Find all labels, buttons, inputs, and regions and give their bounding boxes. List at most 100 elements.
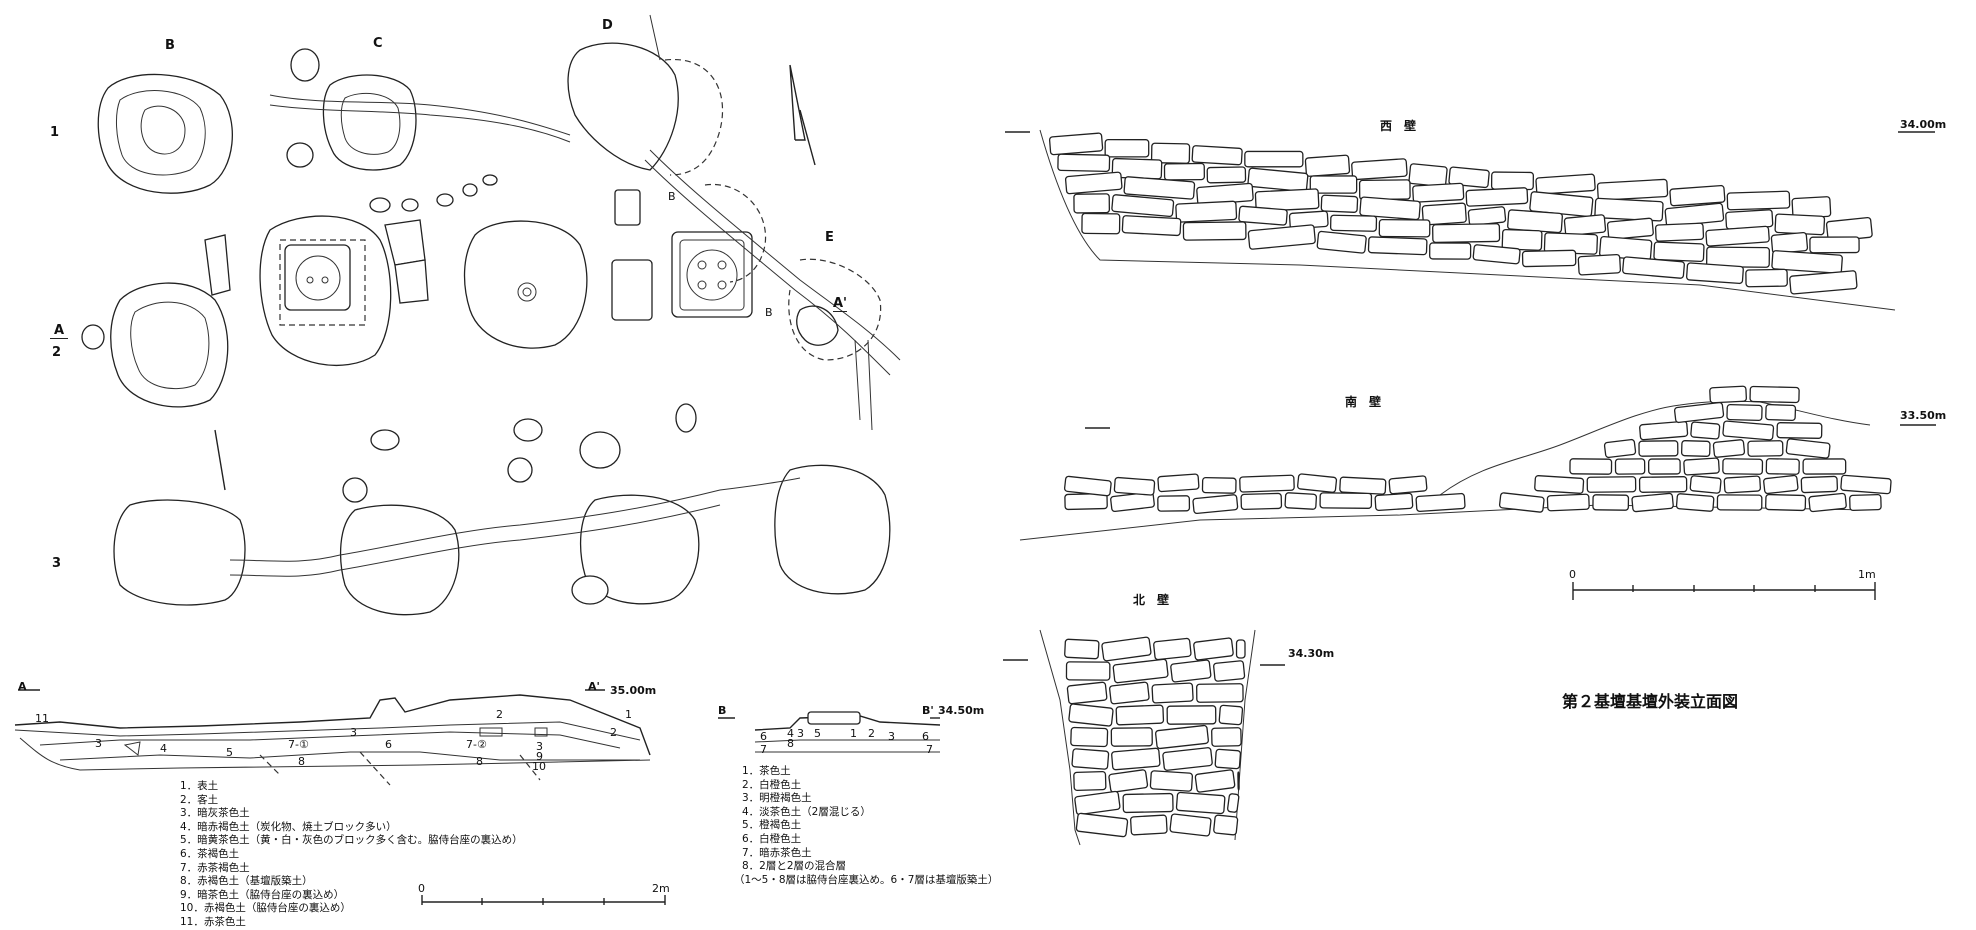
- pedestal-hole: [686, 249, 738, 301]
- center-hole: [517, 282, 537, 302]
- small-stone: [401, 198, 419, 212]
- small-stone: [482, 174, 498, 186]
- pedestal-hole: [697, 260, 707, 270]
- pit-C1: [322, 74, 417, 171]
- wall-stone: [1150, 142, 1191, 164]
- figure-title: 第２基壇基壇外装立面図: [1562, 692, 1739, 711]
- boundary-line: [649, 14, 661, 61]
- section-a-layer: [14, 721, 641, 741]
- section-b-layer-number: 8: [787, 737, 794, 750]
- section-b-layer-number: 5: [814, 727, 821, 740]
- legend-item: 4．暗赤褐色土（炭化物、焼土ブロック多い）: [180, 820, 397, 833]
- wall-stone: [1319, 492, 1373, 509]
- wall-stone: [1237, 771, 1240, 791]
- legend-item: 6．白橙色土: [742, 832, 802, 845]
- pit-C1-inner: [340, 92, 401, 155]
- wall-stone: [1244, 150, 1304, 168]
- wall-stone: [1175, 200, 1238, 223]
- wall-stone: [1048, 132, 1104, 156]
- small-stone: [462, 183, 478, 197]
- col-label-E: E: [825, 230, 834, 245]
- col-label-C: C: [373, 36, 383, 51]
- dashed-outline-pedestal: [279, 239, 366, 326]
- wall-stone: [1213, 660, 1246, 682]
- wall-stone: [1412, 182, 1465, 203]
- small-stone: [675, 403, 697, 433]
- wall-stone: [1170, 659, 1212, 683]
- wall-stone: [1247, 167, 1309, 193]
- north-wall-elevation-value: 34.30m: [1288, 647, 1335, 660]
- section-a-start-label: A: [18, 680, 27, 693]
- pedestal-D2-inner: [679, 239, 745, 311]
- section-a-layer-number: 3: [536, 740, 543, 753]
- section-a-scale: [421, 895, 666, 905]
- wall-stone: [1378, 218, 1431, 238]
- stone-E: [796, 305, 839, 346]
- wall-stone: [1507, 209, 1563, 234]
- wall-stone: [1109, 681, 1150, 705]
- wall-stone: [1535, 173, 1596, 195]
- wall-stone: [1776, 422, 1823, 439]
- wall-stone: [1563, 214, 1607, 237]
- small-stone: [507, 457, 533, 483]
- pit-B1: [97, 73, 233, 194]
- wall-stone: [1472, 244, 1521, 265]
- wall-stone: [1631, 492, 1674, 513]
- wall-stone: [1111, 747, 1161, 771]
- wall-stone: [1297, 473, 1338, 493]
- wall-stone: [1722, 458, 1764, 475]
- small-stone: [369, 197, 391, 213]
- channel-line: [269, 104, 571, 143]
- section-a-layer-number: 5: [226, 746, 233, 759]
- wall-stone: [1111, 194, 1175, 218]
- wall-stone: [1577, 253, 1622, 276]
- wall-stone: [1081, 212, 1121, 235]
- wall-stone: [1639, 420, 1689, 441]
- wall-stone: [1329, 214, 1378, 232]
- wall-stone: [1153, 637, 1192, 661]
- wall-stone: [1648, 458, 1681, 475]
- section-a-layer-number: 4: [160, 742, 167, 755]
- wall-stone: [1163, 162, 1205, 181]
- channel-line: [649, 149, 901, 361]
- section-b-layer-number: 4: [787, 727, 794, 740]
- west-wall-label: 西 壁: [1380, 119, 1417, 133]
- wall-stone: [1070, 726, 1109, 748]
- legend-item: 5．橙褐色土: [742, 819, 802, 832]
- wall-stone: [1592, 494, 1630, 511]
- north-arrow: [789, 64, 806, 141]
- wall-stone: [1247, 224, 1316, 250]
- wall-stone: [1309, 175, 1358, 194]
- wall-stone: [1745, 268, 1788, 288]
- wall-stone: [1654, 222, 1705, 242]
- section-a-hatch: [534, 727, 548, 737]
- wall-stone: [1193, 637, 1234, 661]
- drain-line: [854, 339, 873, 431]
- stone-cluster: [394, 259, 429, 304]
- small-stone: [370, 429, 400, 451]
- elevation-scale: [1572, 582, 1876, 600]
- section-a-legend: 1．表土 2．客土 3．暗灰茶色土 4．暗赤褐色土（炭化物、焼土ブロック多い） …: [180, 780, 523, 930]
- south-wall-elevation-value: 33.50m: [1900, 409, 1947, 422]
- wall-stone: [1073, 193, 1111, 214]
- west-stones: [1048, 132, 1873, 295]
- wall-stone: [1849, 493, 1882, 512]
- section-a-layer-number: 11: [35, 712, 49, 725]
- channel-line: [229, 477, 801, 562]
- wall-stone: [1214, 748, 1242, 770]
- wall-stone: [1606, 217, 1654, 240]
- small-stone: [286, 142, 314, 168]
- wall-stone: [1374, 492, 1414, 512]
- legend-item: 11．赤茶色土: [180, 915, 246, 928]
- round-base: [463, 220, 588, 349]
- section-a-layer-number: 10: [532, 760, 546, 773]
- legend-item: 8．赤褐色土（基壇版築土）: [180, 875, 313, 888]
- section-b-layer-number: 6: [922, 730, 929, 743]
- section-a-hatch: [123, 741, 141, 756]
- west-wall-elevation: [1005, 129, 1935, 311]
- wall-stone: [1239, 474, 1295, 493]
- wall-stone: [1802, 458, 1847, 475]
- wall-stone: [1254, 188, 1320, 212]
- section-b-start-label: B: [718, 704, 727, 717]
- legend-item: 1．茶色土: [742, 765, 791, 777]
